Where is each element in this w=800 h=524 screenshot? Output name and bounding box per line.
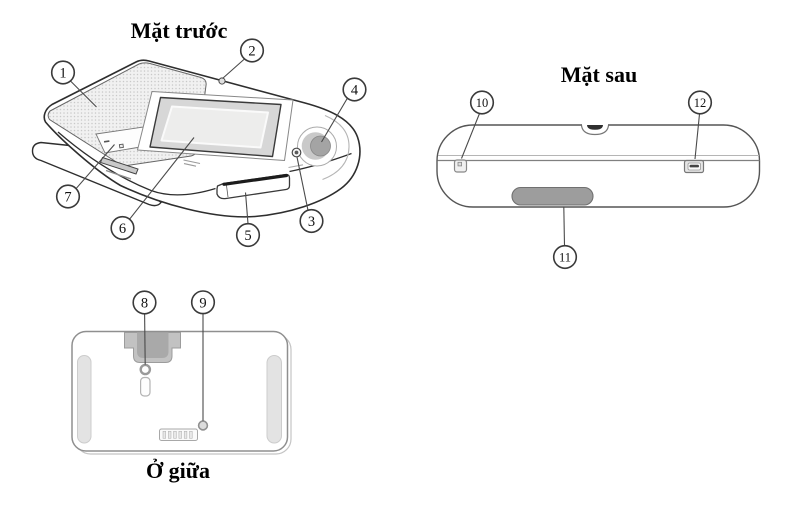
callout-2: 2	[239, 38, 265, 63]
callout-circle	[552, 244, 578, 270]
callout-3: 3	[299, 208, 324, 234]
left-port	[453, 159, 468, 173]
callout-number: 5	[244, 228, 251, 244]
leader-line-11	[563, 206, 566, 246]
callout-circle	[55, 184, 81, 209]
usb-port	[683, 159, 705, 174]
front-view: Mặt trước	[31, 18, 367, 248]
callout-number: 1	[59, 66, 66, 82]
pin-slot	[140, 376, 151, 397]
leader-line-7	[75, 144, 115, 190]
callout-6: 6	[110, 215, 135, 241]
callout-7: 7	[55, 184, 81, 209]
card-slot-lower-line	[105, 169, 132, 180]
callout-circle	[469, 90, 495, 115]
callout-4: 4	[342, 77, 367, 102]
callout-number: 12	[694, 96, 707, 110]
callout-8: 8	[132, 290, 157, 315]
callout-number: 2	[248, 44, 255, 60]
middle-view-title: Ở giữa	[146, 458, 210, 483]
front-slot-handle	[216, 173, 291, 200]
callout-11: 11	[552, 244, 578, 270]
card-slot	[99, 156, 139, 175]
callout-circle	[342, 77, 367, 102]
callout-circle	[50, 60, 76, 85]
screw-hole-9	[197, 420, 209, 431]
right-foot-pad	[266, 355, 282, 444]
branding-marks	[183, 159, 304, 169]
front-face-crease	[57, 131, 216, 196]
panel-button-square	[118, 143, 124, 149]
vent-grille	[159, 428, 198, 441]
callout-number: 11	[559, 251, 571, 265]
callout-number: 6	[119, 221, 126, 237]
callout-number: 7	[64, 190, 71, 206]
top-edge-sensor	[218, 77, 226, 85]
callout-10: 10	[469, 90, 495, 115]
left-foot-pad	[77, 355, 92, 444]
dial-knob	[310, 135, 331, 157]
leader-line-5	[244, 192, 249, 224]
leader-line-10	[460, 113, 481, 159]
callout-number: 10	[476, 96, 489, 110]
leader-line-8	[144, 313, 146, 365]
front-view-title: Mặt trước	[131, 18, 228, 43]
bottom-panel-body	[71, 330, 289, 452]
panel-button-dash	[103, 140, 110, 143]
leader-line-1	[70, 80, 97, 108]
callout-circle	[190, 290, 216, 315]
leader-line-12	[694, 113, 701, 160]
callout-5: 5	[235, 222, 261, 248]
callout-1: 1	[50, 60, 76, 85]
control-dial	[297, 114, 350, 181]
top-notch	[580, 122, 610, 136]
callout-9: 9	[190, 290, 216, 315]
leader-line-4	[321, 97, 348, 143]
callout-circle	[110, 215, 135, 241]
rubber-grip	[511, 186, 594, 206]
display-screen	[160, 105, 269, 149]
middle-view: 8 9 Ở giữa	[71, 290, 292, 483]
callout-circle	[239, 38, 265, 63]
end-cap-ring	[322, 114, 350, 181]
callout-12: 12	[687, 90, 713, 115]
callout-circle	[687, 90, 713, 115]
callout-number: 4	[351, 83, 359, 99]
leader-line-2	[222, 58, 246, 79]
callout-number: 9	[199, 295, 206, 311]
callout-circle	[132, 290, 157, 315]
callout-circle	[299, 208, 324, 234]
leader-line-3	[296, 156, 309, 211]
callout-number: 3	[308, 214, 315, 230]
back-view: Mặt sau 10	[436, 62, 761, 270]
leader-line-6	[129, 137, 195, 220]
back-view-title: Mặt sau	[561, 62, 637, 87]
small-round-button	[291, 147, 302, 158]
back-panel-body	[436, 124, 761, 208]
callout-circle	[235, 222, 261, 248]
screw-hole-8	[139, 363, 152, 376]
callout-number: 8	[141, 296, 148, 312]
